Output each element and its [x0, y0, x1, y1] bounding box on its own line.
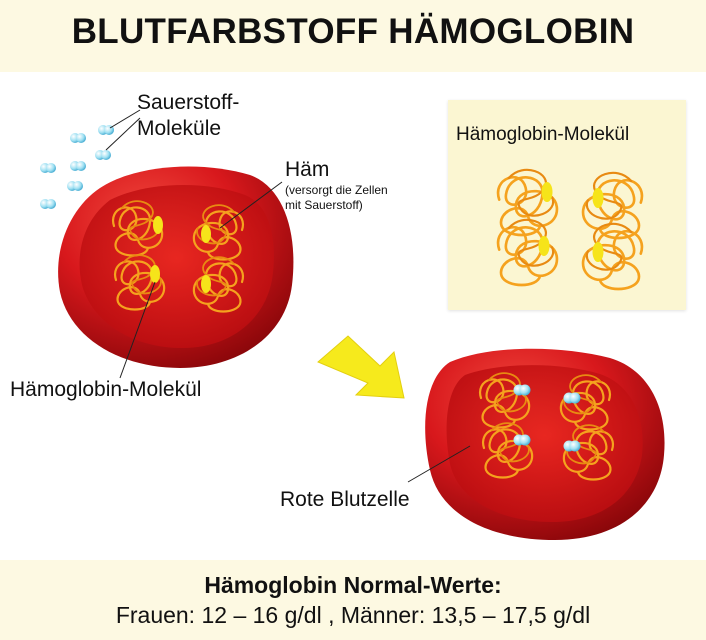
- footer-band: [0, 560, 706, 640]
- oxygen-molecules: [40, 125, 114, 209]
- red-blood-cell-label: Rote Blutzelle: [280, 488, 410, 511]
- oxygen-label-line2: Moleküle: [137, 117, 222, 140]
- haem-note: (versorgt die Zellen mit Sauerstoff): [285, 183, 388, 213]
- red-blood-cell-left: [58, 166, 294, 368]
- hemoglobin-molecule-label: Hämoglobin-Molekül: [10, 378, 202, 401]
- panel-hemoglobin-molecule: [496, 168, 644, 291]
- page-title: BLUTFARBSTOFF HÄMOGLOBIN: [71, 12, 635, 51]
- transition-arrow: [317, 335, 405, 399]
- title-band: [0, 0, 706, 72]
- normal-values-heading: Hämoglobin Normal-Werte:: [204, 572, 502, 598]
- hemoglobin-molecule-panel: [448, 100, 686, 310]
- haem-note-line2: mit Sauerstoff): [285, 198, 363, 212]
- oxygen-molecules-label: Sauerstoff- Moleküle: [137, 90, 239, 142]
- oxygen-label-line1: Sauerstoff-: [137, 91, 240, 114]
- panel-title: Hämoglobin-Molekül: [456, 124, 630, 145]
- haem-label: Häm: [285, 158, 330, 181]
- normal-values-text: Frauen: 12 – 16 g/dl , Männer: 13,5 – 17…: [115, 602, 591, 628]
- leader-lines: [105, 109, 471, 483]
- red-blood-cell-right: [425, 348, 665, 540]
- haem-note-line1: (versorgt die Zellen: [285, 183, 388, 197]
